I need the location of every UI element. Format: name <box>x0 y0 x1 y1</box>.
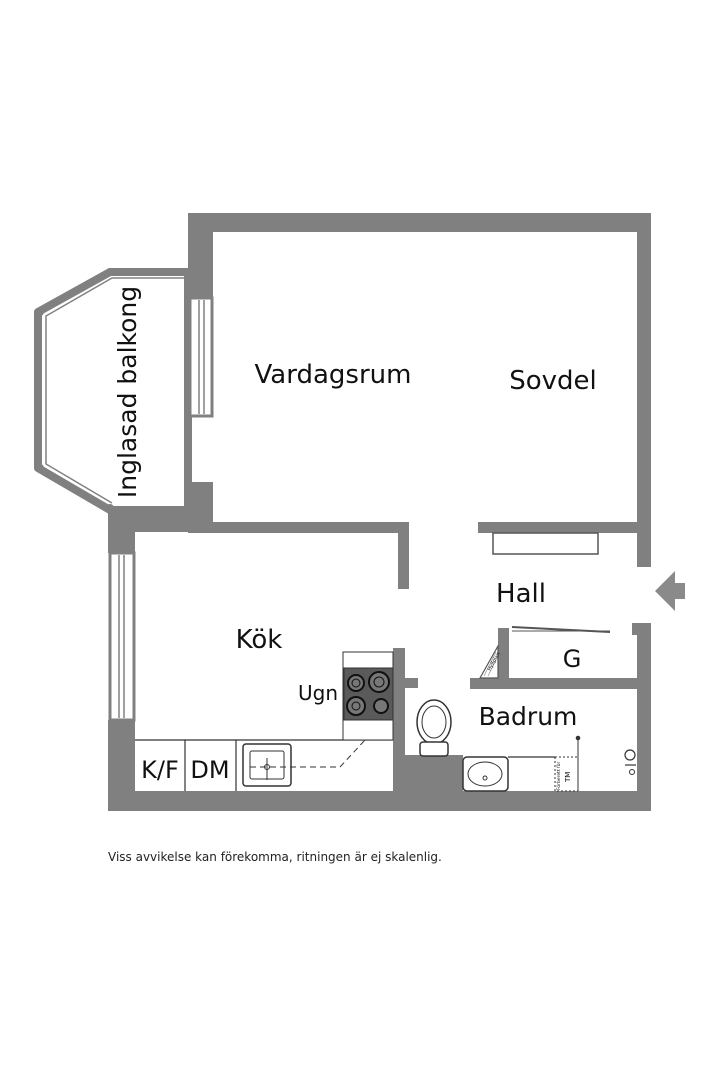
wall-hall-right-stub <box>632 623 651 633</box>
balcony-glazing-inner <box>45 277 186 504</box>
washer-tm-label: TM <box>564 772 572 783</box>
wall-living-kitchen <box>188 522 409 533</box>
burner-2 <box>368 671 390 693</box>
room-label-sovdel: Sovdel <box>509 366 597 396</box>
wall-right-upper <box>637 213 651 567</box>
room-label-kok: Kök <box>236 625 283 655</box>
toilet-tank <box>419 741 449 757</box>
wall-living-left-top <box>188 213 213 298</box>
room-label-badrum: Badrum <box>479 702 578 731</box>
burner-4 <box>373 698 389 714</box>
washer-prep-label: Förberett för <box>556 762 562 790</box>
wall-sovdel-hall <box>478 522 651 533</box>
hall-fixtures <box>492 532 640 635</box>
window-kitchen <box>108 551 136 722</box>
burner-1 <box>347 674 365 692</box>
kitchen-fixtures <box>135 651 394 791</box>
fixture-label-kf: K/F <box>141 756 179 784</box>
hall-wardrobe-shelf <box>492 532 599 555</box>
fixture-label-dm: DM <box>190 756 229 784</box>
room-label-balkong: Inglasad balkong <box>113 286 142 498</box>
wall-kitchen-left-top <box>108 508 135 553</box>
room-label-vardagsrum: Vardagsrum <box>255 360 412 390</box>
wall-top <box>188 213 651 232</box>
windows <box>108 296 214 722</box>
wall-wardrobe-bottom <box>470 678 651 689</box>
room-label-garderob: G <box>563 645 582 673</box>
wall-wardrobe-left <box>498 628 509 688</box>
bathroom-fixtures <box>416 699 636 792</box>
wall-bottom <box>108 791 651 811</box>
shelf-triangle <box>478 643 499 679</box>
wall-right-lower <box>637 623 651 811</box>
glazed-balcony <box>34 268 192 514</box>
disclaimer-text: Viss avvikelse kan förekomma, ritningen … <box>108 850 442 864</box>
fixture-label-ugn: Ugn <box>298 681 338 705</box>
burner-3 <box>346 696 366 716</box>
window-living <box>188 296 214 418</box>
wall-kitchen-bath-cap <box>393 678 418 688</box>
shower-icon <box>624 749 636 775</box>
wall-kitchen-right-stub <box>398 522 409 589</box>
room-label-hall: Hall <box>496 579 546 609</box>
entrance-arrow-icon <box>655 571 685 611</box>
wall-bath-block <box>393 755 463 800</box>
